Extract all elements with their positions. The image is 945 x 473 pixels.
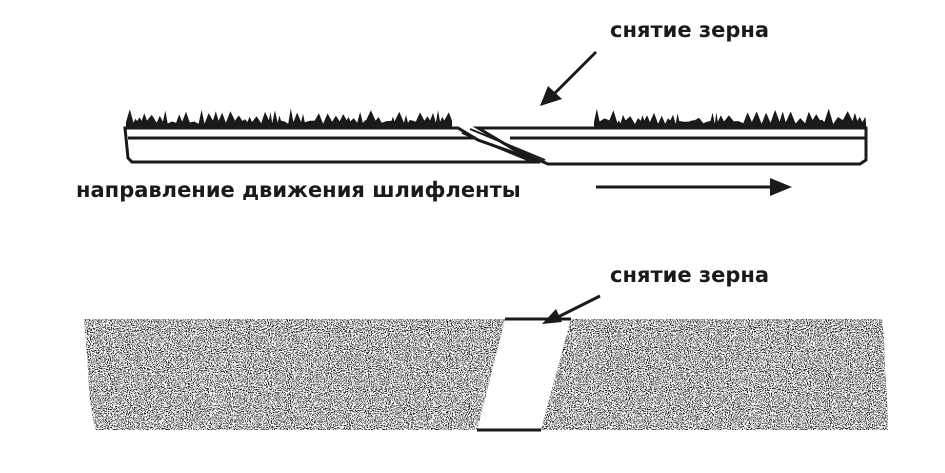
label-grain-removal-top: снятие зерна (610, 18, 770, 42)
arrow-grain-removal-top (540, 50, 598, 106)
label-grain-removal-bottom: снятие зерна (610, 263, 770, 287)
belt-section-right (461, 108, 868, 166)
grain-layer-right (594, 108, 866, 131)
arrow-grain-removal-bottom (542, 294, 601, 324)
backing-right (472, 126, 868, 166)
grain-layer-left (126, 108, 452, 131)
label-belt-direction: направление движения шлифленты (76, 178, 521, 202)
belt-band-left (84, 319, 505, 430)
direction-arrow (596, 178, 792, 196)
belt-band-right (541, 319, 888, 430)
belt-section-left (123, 108, 541, 164)
